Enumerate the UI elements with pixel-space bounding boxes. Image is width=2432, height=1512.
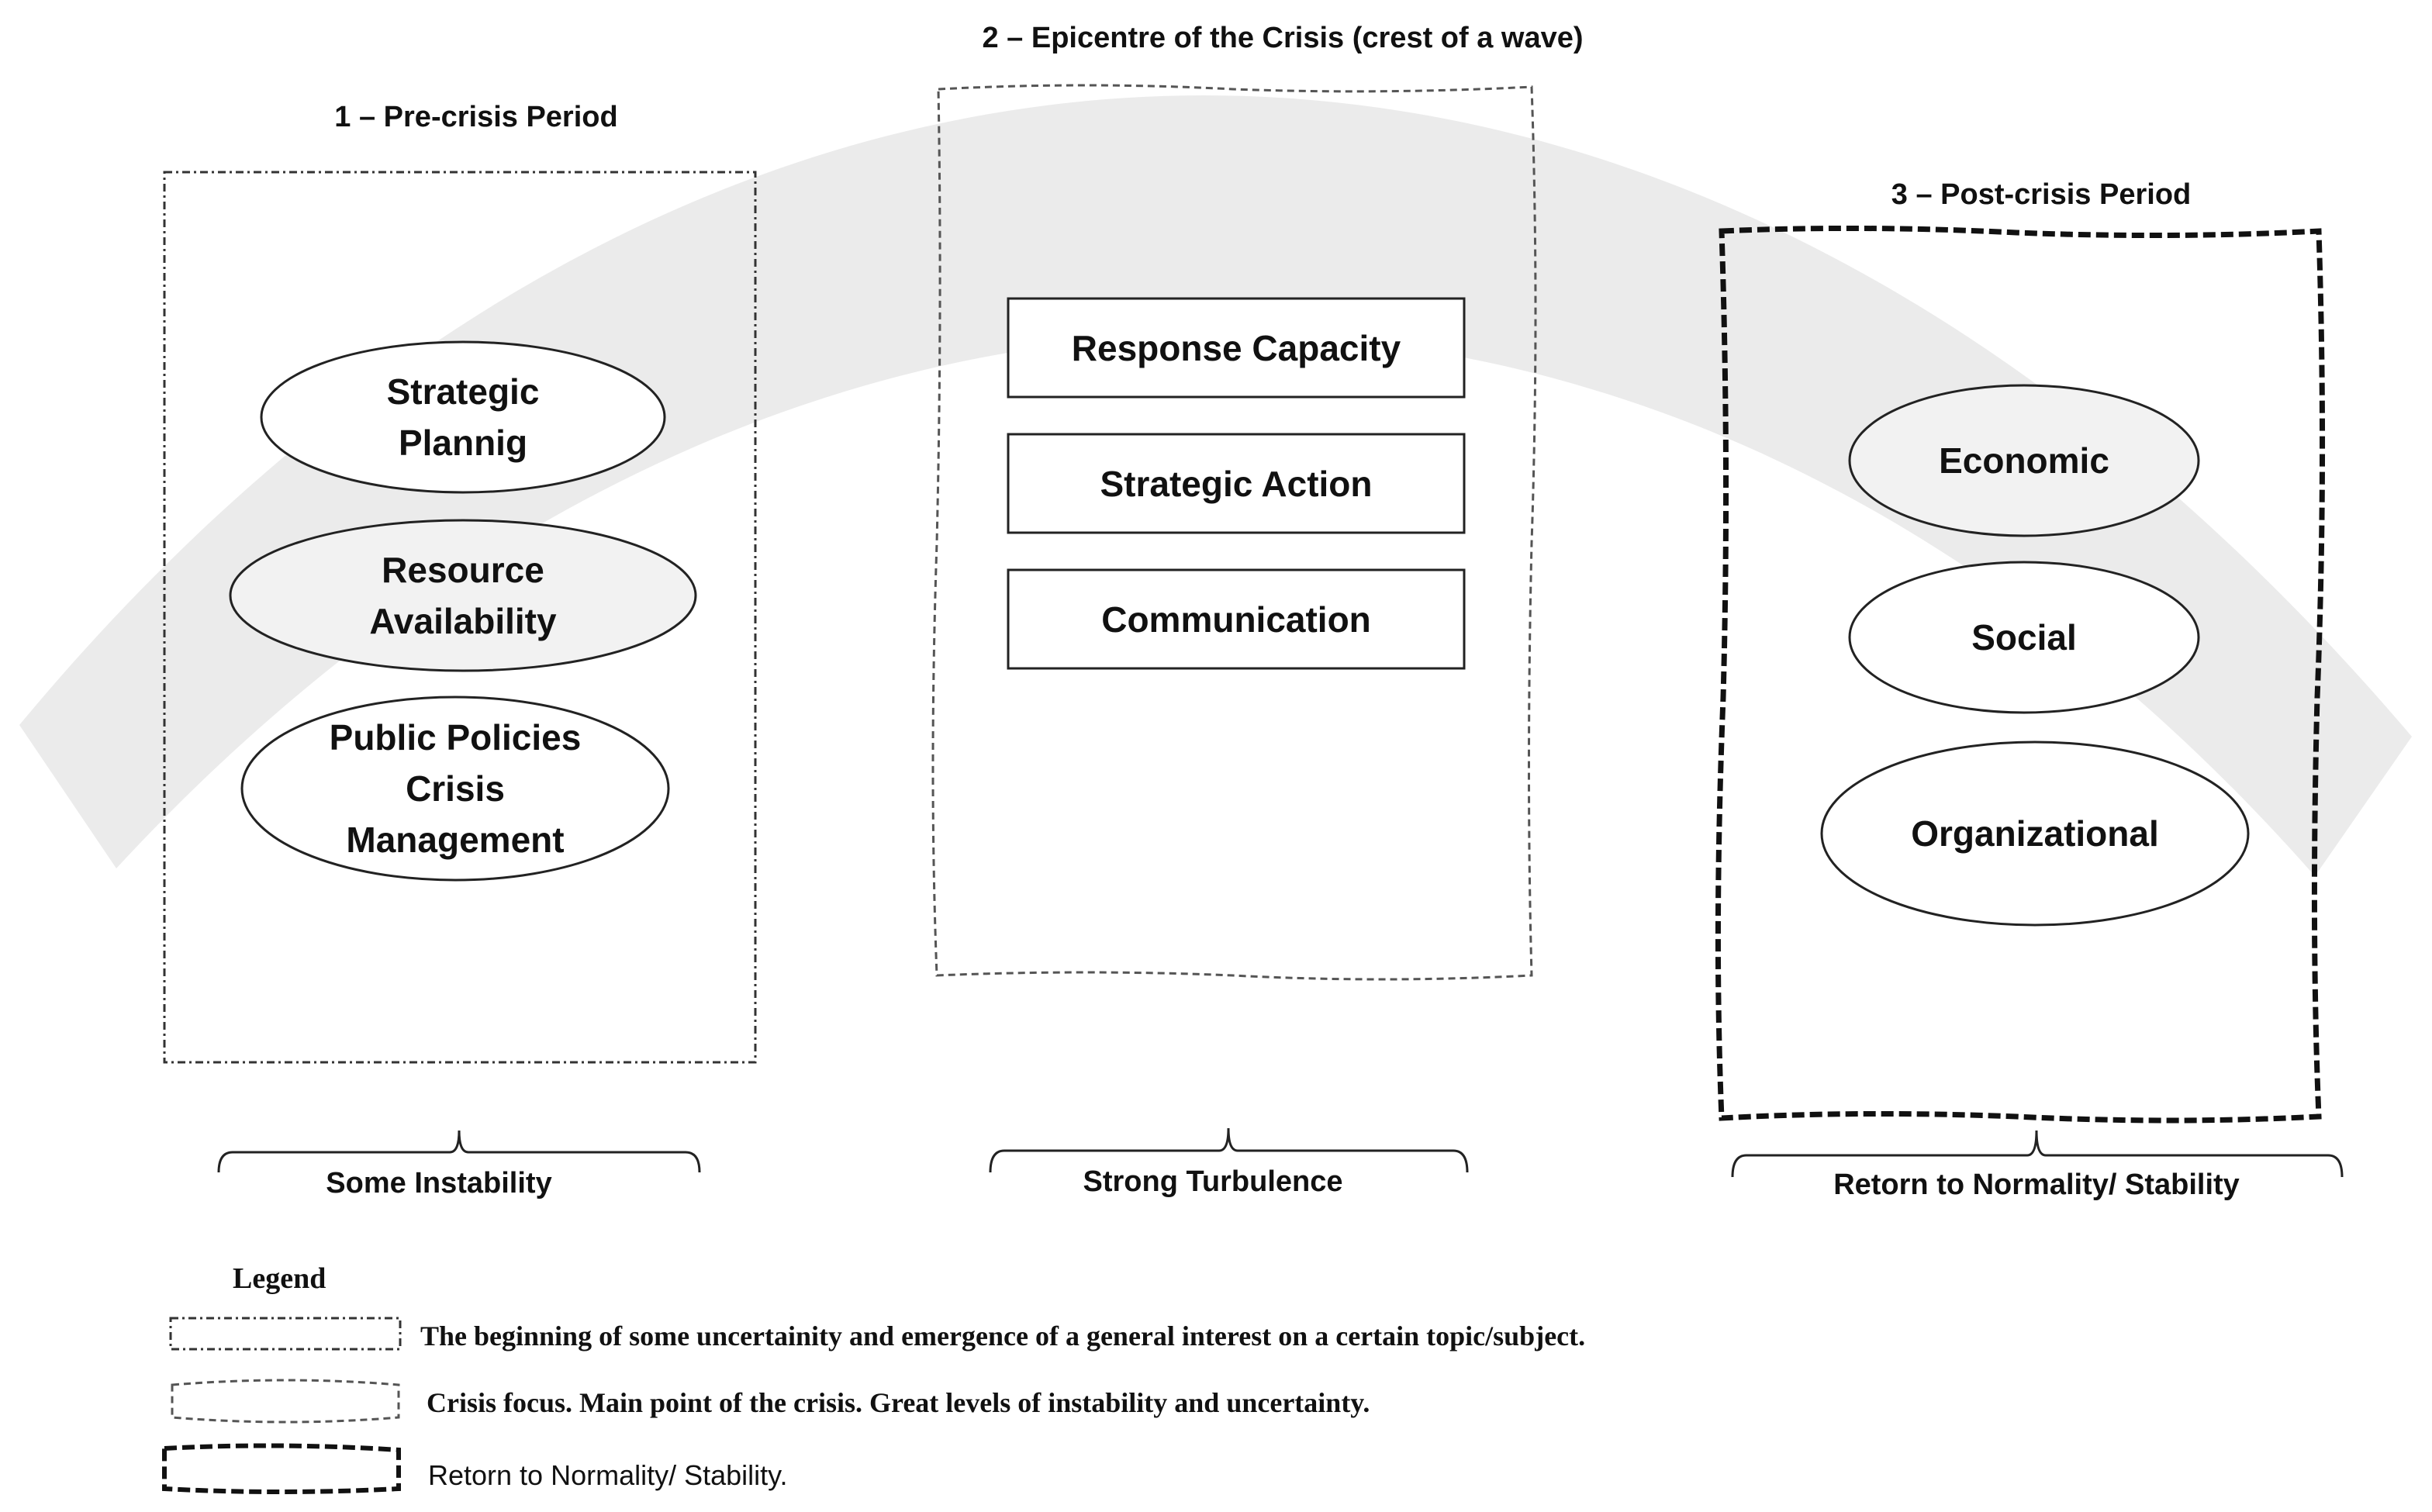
- ellipse-resource-availability: [229, 519, 697, 672]
- node-line: Resource: [382, 550, 544, 590]
- brace-label-pre-crisis: Some Instability: [326, 1167, 552, 1200]
- ellipse-social: [1848, 561, 2200, 714]
- legend-text-3: Retorn to Normality/ Stability.: [428, 1459, 788, 1491]
- brace-label-post-crisis: Retorn to Normality/ Stability: [1833, 1169, 2240, 1201]
- ellipse-economic: [1848, 384, 2200, 537]
- node-response-capacity: Response Capacity: [1008, 299, 1464, 397]
- ellipse-organizational: [1820, 740, 2250, 927]
- node-line: Management: [346, 820, 565, 860]
- node-communication: Communication: [1008, 570, 1464, 668]
- epicentre-title: 2 – Epicentre of the Crisis (crest of a …: [982, 22, 1584, 54]
- node-strategic-action: Strategic Action: [1008, 434, 1464, 533]
- brace-post-crisis: [1731, 1130, 2344, 1178]
- ellipse-strategic-planning: [260, 340, 666, 494]
- epicentre-box: [931, 84, 1537, 981]
- node-line: Availability: [369, 601, 557, 641]
- wave-shape: [19, 95, 2412, 876]
- legend-text-2: Crisis focus. Main point of the crisis. …: [427, 1387, 1370, 1418]
- node-public-policies: Public Policies Crisis Management: [242, 697, 668, 880]
- node-line: Strategic Action: [1100, 463, 1373, 504]
- node-line: Economic: [1939, 440, 2109, 481]
- ellipse-public-policies: [240, 696, 670, 882]
- brace-pre-crisis: [217, 1130, 701, 1173]
- rect-response-capacity: [1007, 297, 1466, 399]
- pre-crisis-box: [163, 171, 757, 1064]
- legend-swatch-wavy: [171, 1379, 400, 1424]
- node-line: Strategic: [386, 371, 540, 412]
- rect-communication: [1007, 568, 1466, 670]
- node-line: Response Capacity: [1071, 327, 1401, 368]
- node-line: Plannig: [398, 423, 528, 463]
- node-organizational: Organizational: [1822, 742, 2248, 925]
- legend-title: Legend: [233, 1262, 326, 1295]
- brace-epicentre: [989, 1127, 1469, 1173]
- node-line: Organizational: [1911, 813, 2159, 854]
- pre-crisis-title: 1 – Pre-crisis Period: [334, 101, 618, 133]
- brace-label-epicentre: Strong Turbulence: [1083, 1165, 1343, 1198]
- node-economic: Economic: [1850, 385, 2199, 536]
- node-line: Communication: [1101, 599, 1371, 640]
- post-crisis-title: 3 – Post-crisis Period: [1891, 178, 2192, 211]
- legend-text-1: The beginning of some uncertainity and e…: [420, 1320, 1586, 1351]
- node-strategic-planning: Strategic Plannig: [261, 342, 665, 492]
- node-line: Crisis: [406, 768, 505, 809]
- legend-swatch-bold: [162, 1443, 401, 1494]
- rect-strategic-action: [1007, 433, 1466, 534]
- node-line: Public Policies: [329, 717, 582, 758]
- node-resource-availability: Resource Availability: [230, 520, 696, 671]
- node-line: Social: [1971, 617, 2077, 658]
- legend-swatch-dashdot: [169, 1317, 402, 1351]
- post-crisis-box: [1715, 225, 2326, 1124]
- node-social: Social: [1850, 562, 2199, 713]
